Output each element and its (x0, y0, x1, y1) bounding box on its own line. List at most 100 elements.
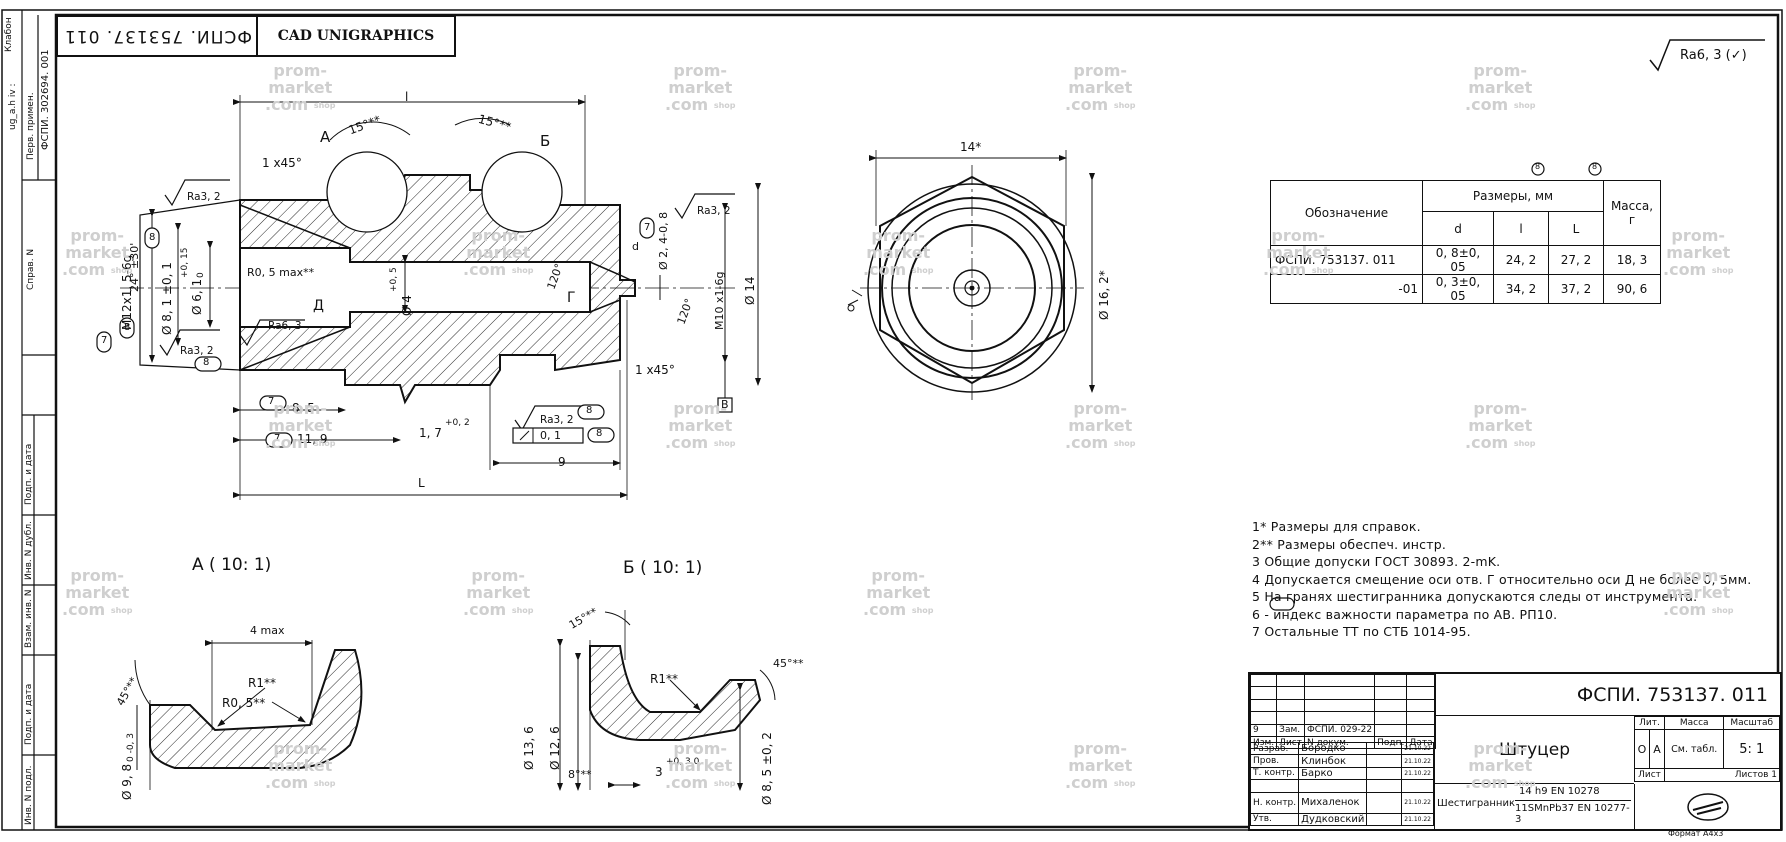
spec-circle-mark-2: 8 (1592, 162, 1598, 171)
wm-line1: prom- (1073, 399, 1128, 418)
title-block: 9 Зам. ФСПИ. 029-22 Изм. Лист N докум. П… (1248, 672, 1782, 831)
spec-row-d: 0, 8±0, 05 (1422, 245, 1494, 275)
marker-7-c: 7 (268, 396, 275, 407)
sign-date: 21.10.22 (1401, 791, 1434, 814)
signer: Бородко (1298, 741, 1368, 756)
wm-line1: prom- (273, 399, 328, 418)
detail-b-tol03: +0, 3 0 (666, 757, 700, 767)
runout-value: 0, 1 (540, 429, 561, 442)
spec-head-sizes: Размеры, мм (1422, 179, 1604, 213)
wm-shop: shop (511, 266, 534, 275)
lit-1: О (1634, 729, 1650, 769)
scale-value: 5: 1 (1723, 729, 1780, 769)
material-line-2: 11SMnPb37 EN 10277-3 (1515, 803, 1630, 825)
side-label-inv-dubl: Инв. N дубл. (24, 521, 34, 580)
wm-line2: market (268, 416, 333, 435)
role: Пров. (1249, 754, 1300, 768)
wm-shop: shop (313, 779, 336, 788)
dim-d24: Ø 2, 4-0, 8 (657, 211, 670, 270)
wm-line2: market (866, 243, 931, 262)
wm-line2: market (668, 756, 733, 775)
mass-value: См. табл. (1663, 729, 1725, 769)
watermark: prom-market.com shop (1465, 62, 1536, 114)
detail-a-title: А ( 10: 1) (192, 555, 272, 575)
wm-shop: shop (1311, 266, 1334, 275)
marker-7-b: 7 (644, 222, 651, 233)
spec-head-designation: Обозначение (1270, 180, 1423, 246)
wm-line3: .com (863, 260, 907, 279)
wm-line3: .com (1465, 95, 1509, 114)
wm-line2: market (466, 243, 531, 262)
detail-b-d126: Ø 12, 6 (548, 726, 562, 770)
wm-line2: market (668, 416, 733, 435)
wm-line1: prom- (871, 566, 926, 585)
note-4: 4 Допускается смещение оси отв. Г относи… (1252, 571, 1752, 587)
wm-line1: prom- (1073, 61, 1128, 80)
watermark: prom-market.com shop (1465, 740, 1536, 792)
wm-shop: shop (1513, 779, 1536, 788)
wm-shop: shop (1113, 101, 1136, 110)
side-label-sprav: Справ. N (26, 248, 36, 290)
dim-len85: 8, 5 (292, 401, 315, 415)
watermark: prom-market.com shop (665, 400, 736, 452)
material-line-1: 14 h9 EN 10278 (1519, 786, 1600, 797)
wm-line2: market (268, 78, 333, 97)
wm-line3: .com (1065, 95, 1109, 114)
hex-dim-14: 14* (960, 140, 982, 154)
wm-line2: market (65, 243, 130, 262)
wm-line3: .com (62, 600, 106, 619)
main-section-view (96, 95, 761, 500)
wm-shop: shop (1113, 779, 1136, 788)
spec-row-code: -01 (1270, 274, 1423, 304)
dim-L: L (418, 476, 425, 490)
wm-line3: .com (1065, 773, 1109, 792)
role: Т. контр. (1249, 766, 1300, 781)
label-G: Г (567, 290, 576, 306)
wm-shop: shop (713, 101, 736, 110)
marker-8-d: 8 (586, 405, 593, 416)
sign-date: 21.10.22 (1401, 766, 1434, 781)
spec-head-L: L (1548, 211, 1604, 246)
note-1: 1* Размеры для справок. (1252, 519, 1421, 534)
revision-grid: 9 Зам. ФСПИ. 029-22 Изм. Лист N докум. П… (1249, 673, 1436, 750)
company-logo (1634, 784, 1780, 829)
detail-b-len3: 3 (655, 765, 663, 779)
wm-line2: market (1666, 243, 1731, 262)
wm-line1: prom- (273, 739, 328, 758)
spec-row-L: 27, 2 (1548, 245, 1604, 275)
sign-date: 21.10.22 (1401, 754, 1434, 768)
wm-shop: shop (1513, 439, 1536, 448)
wm-line2: market (1266, 243, 1331, 262)
wm-line1: prom- (1473, 61, 1528, 80)
rev-sign (1374, 723, 1408, 737)
table-row: ФСПИ. 753137. 011 0, 8±0, 05 24, 2 27, 2… (1270, 245, 1661, 275)
rev-doc: ФСПИ. 029-22 (1303, 723, 1376, 737)
label-A: А (320, 128, 331, 146)
wm-line2: market (866, 583, 931, 602)
wm-line3: .com (863, 600, 907, 619)
detail-a-r1: R1** (248, 676, 276, 690)
wm-line1: prom- (673, 61, 728, 80)
wm-line3: .com (1263, 260, 1307, 279)
wm-shop: shop (511, 606, 534, 615)
watermark: prom-market.com shop (665, 62, 736, 114)
inner-frame (54, 13, 1780, 829)
wm-line3: .com (1065, 433, 1109, 452)
dim-d61: Ø 6, 1 (190, 278, 204, 315)
wm-shop: shop (110, 606, 133, 615)
wm-shop: shop (911, 606, 934, 615)
sheet-label: Лист (1634, 768, 1665, 782)
rev-type: Зам. (1276, 723, 1305, 737)
watermark: prom-market.com shop (463, 227, 534, 279)
side-label-podp: Подп. и дата (24, 443, 34, 505)
wm-line3: .com (62, 260, 106, 279)
wm-line2: market (65, 583, 130, 602)
wm-line2: market (466, 583, 531, 602)
watermark: prom-market.com shop (1465, 400, 1536, 452)
spec-row-L: 37, 2 (1548, 274, 1604, 304)
dim-tol05: +0, 5 (389, 267, 399, 292)
